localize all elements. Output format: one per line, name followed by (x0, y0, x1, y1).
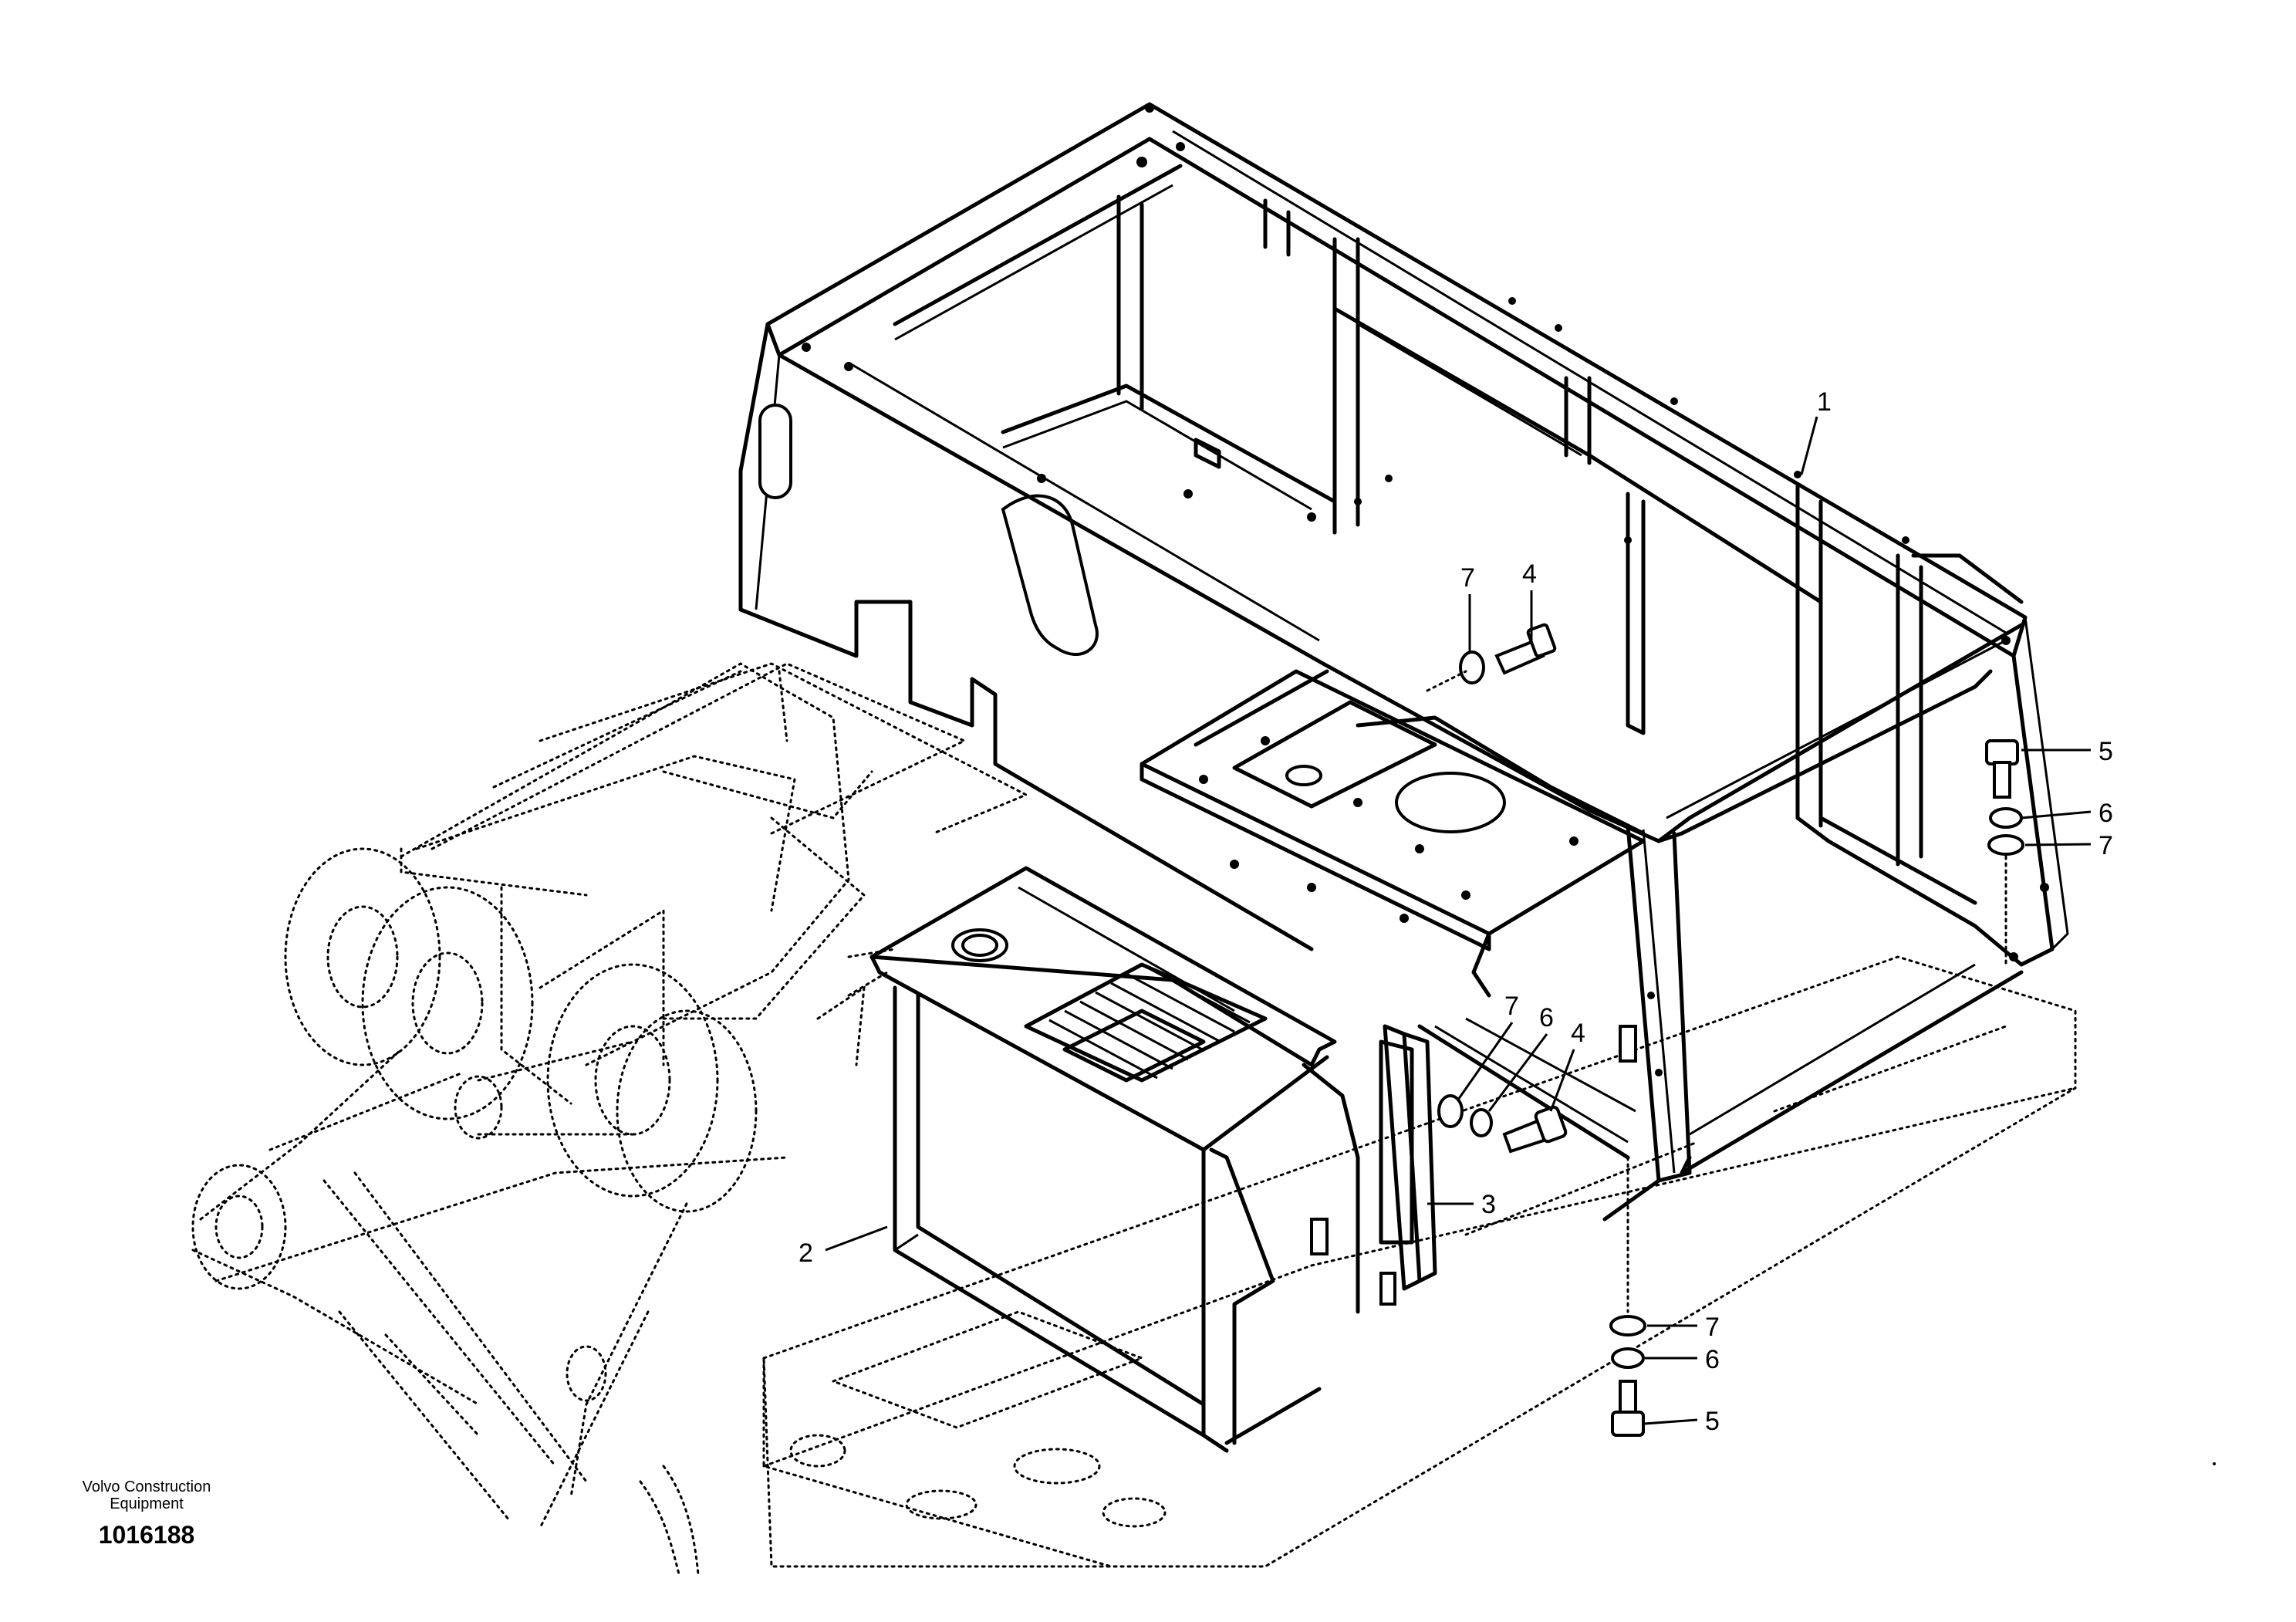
latch-handle (1619, 1025, 1637, 1063)
bolt-4-top (1494, 623, 1557, 675)
frame-bolt-dots (802, 103, 2049, 1076)
washer-7-top (1459, 650, 1485, 684)
oval-opening (1001, 494, 1099, 657)
box-enclosure-2 (869, 866, 1637, 1453)
callout-4-top: 4 (1522, 559, 1537, 589)
washer-7-right (1987, 834, 2024, 856)
manufacturer-line-2: Equipment (110, 1495, 184, 1512)
washer-6-right (1989, 807, 2023, 829)
callout-4-mid: 4 (1571, 1019, 1585, 1048)
callout-2: 2 (799, 1238, 813, 1268)
circular-opening (1395, 772, 1506, 833)
stray-dot (2213, 1462, 2216, 1465)
callout-7-bottom: 7 (1705, 1313, 1720, 1342)
callout-5-right: 5 (2098, 737, 2113, 766)
callout-labels: 1 2 3 4 7 4 7 6 5 6 7 7 6 5 (799, 387, 2113, 1436)
callout-5-bottom: 5 (1705, 1407, 1720, 1436)
leader-lines (825, 416, 2092, 1425)
callout-3: 3 (1481, 1190, 1496, 1219)
cover-bolt-dots (1199, 736, 1578, 923)
figure-number: 1016188 (99, 1521, 195, 1549)
washer-7-mid (1437, 1094, 1464, 1128)
manufacturer-caption: Volvo Construction Equipment 1016188 (83, 1478, 211, 1549)
washer-6-mid (1470, 1108, 1493, 1137)
callout-1: 1 (1817, 387, 1832, 417)
washer-7-bottom (1609, 1315, 1646, 1336)
slot-opening (758, 404, 792, 499)
louver-grille (1048, 963, 1251, 1080)
callout-6-bottom: 6 (1705, 1345, 1720, 1374)
background-machine-outline (191, 662, 2077, 1576)
callout-6-right: 6 (2098, 799, 2113, 828)
bolt-4-mid (1502, 1105, 1568, 1154)
latch-handle (1379, 1272, 1396, 1306)
latch-handle (1310, 1218, 1329, 1255)
callout-6-mid: 6 (1539, 1003, 1554, 1032)
manufacturer-line-1: Volvo Construction (83, 1478, 211, 1495)
main-frame-1 (738, 102, 2069, 1222)
bolt-5-bottom (1611, 1380, 1645, 1437)
callout-7-top: 7 (1460, 563, 1475, 593)
bolt-5-right (1985, 739, 2019, 799)
callout-7-right: 7 (2098, 831, 2113, 860)
washer-6-bottom (1611, 1347, 1645, 1369)
top-cover-plate (1140, 669, 1646, 998)
bracket-3 (1383, 1017, 1636, 1291)
callout-7-mid: 7 (1504, 992, 1519, 1021)
